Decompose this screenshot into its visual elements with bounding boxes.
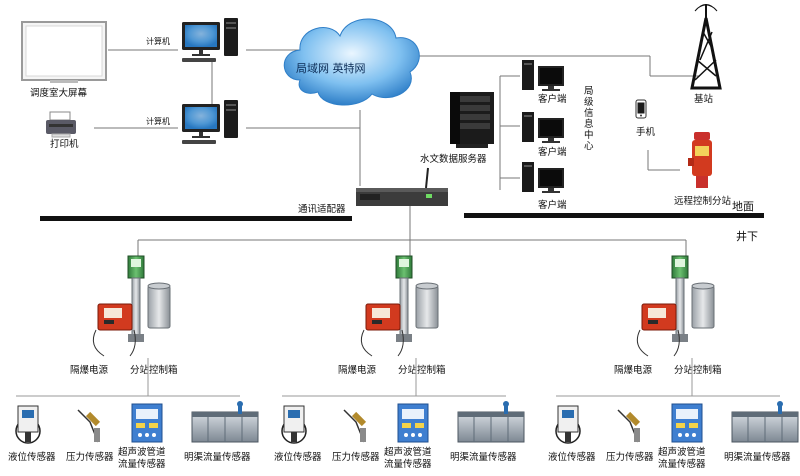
- substation-box-label: 分站控制箱: [398, 364, 446, 376]
- client-3-label: 客户端: [538, 199, 567, 211]
- station-3: 隔爆电源 分站控制箱液位传感器压力传感器超声波管道流量传感器 明渠流量传感器: [548, 255, 799, 470]
- open-channel-flow-sensor-label: 明渠流量传感器: [450, 451, 517, 463]
- big-screen-label: 调度室大屏幕: [30, 87, 88, 99]
- ground-label: 地面: [732, 200, 754, 213]
- ground-bar-right: [464, 213, 764, 218]
- printer-label: 打印机: [50, 138, 79, 150]
- info-center-label: 局级信息中心: [584, 86, 594, 152]
- computer-top-icon: [182, 18, 238, 62]
- underground-label: 井下: [736, 229, 758, 243]
- flow-sensor-label: 流量传感器: [118, 458, 166, 470]
- station-2: 隔爆电源 分站控制箱液位传感器压力传感器超声波管道流量传感器 明渠流量传感器: [274, 255, 525, 470]
- flow-sensor-label: 流量传感器: [384, 458, 432, 470]
- ultrasonic-pipe-label: 超声波管道: [658, 446, 706, 458]
- client-1-icon: [522, 60, 564, 91]
- network-lines: [94, 49, 700, 240]
- client-2-icon: [522, 112, 564, 143]
- ultrasonic-pipe-label: 超声波管道: [118, 446, 166, 458]
- open-channel-flow-sensor-label: 明渠流量传感器: [184, 451, 251, 463]
- sensor-set: [555, 400, 799, 444]
- sensor-bus-line: [556, 358, 780, 397]
- server-label: 水文数据服务器: [420, 153, 487, 165]
- cloud-label: 局域网 英特网: [296, 61, 366, 75]
- substation-control-box-icon: [636, 255, 715, 357]
- flow-sensor-label: 流量传感器: [658, 458, 706, 470]
- svg-text:局级信息中心: 局级信息中心: [584, 86, 594, 152]
- ground-bar-left: [40, 216, 352, 221]
- ultrasonic-pipe-label: 超声波管道: [384, 446, 432, 458]
- sensor-bus-line: [16, 358, 240, 397]
- computer-bottom-icon: [182, 100, 238, 144]
- sensor-bus-line: [282, 358, 506, 397]
- liquid-level-sensor-label: 液位传感器: [548, 451, 596, 463]
- adapter-label: 通讯适配器: [298, 204, 346, 215]
- computer-bottom-label: 计算机: [146, 116, 170, 126]
- sensor-set: [281, 400, 525, 444]
- liquid-level-sensor-label: 液位传感器: [274, 451, 322, 463]
- explosion-proof-power-label: 隔爆电源: [338, 364, 377, 376]
- explosion-proof-power-label: 隔爆电源: [614, 364, 653, 376]
- underground-bus: [137, 239, 687, 256]
- sensor-set: [15, 400, 259, 444]
- remote-control-substation-icon: [688, 132, 712, 188]
- base-station-tower-icon: [690, 4, 722, 90]
- base-station-label: 基站: [694, 93, 714, 105]
- printer-icon: [46, 111, 76, 138]
- dispatch-room-big-screen-icon: [21, 21, 107, 83]
- client-3-icon: [522, 162, 564, 193]
- open-channel-flow-sensor-label: 明渠流量传感器: [724, 451, 791, 463]
- hydrology-data-server-icon: [450, 92, 494, 148]
- phone-icon: [635, 99, 647, 119]
- substation-control-box-icon: [92, 255, 171, 357]
- substation-control-box-icon: [360, 255, 439, 357]
- client-1-label: 客户端: [538, 93, 567, 105]
- cloud-network-icon: [283, 18, 420, 106]
- station-1: 隔爆电源 分站控制箱液位传感器压力传感器超声波管道流量传感器 明渠流量传感器: [8, 255, 259, 470]
- remote-station-label: 远程控制分站: [674, 195, 732, 207]
- liquid-level-sensor-label: 液位传感器: [8, 451, 56, 463]
- computer-top-label: 计算机: [146, 36, 170, 46]
- client-2-label: 客户端: [538, 146, 567, 158]
- substation-box-label: 分站控制箱: [674, 364, 722, 376]
- substation-box-label: 分站控制箱: [130, 364, 178, 376]
- pressure-sensor-label: 压力传感器: [66, 451, 114, 463]
- pressure-sensor-label: 压力传感器: [606, 451, 654, 463]
- pressure-sensor-label: 压力传感器: [332, 451, 380, 463]
- communication-adapter-icon: [356, 167, 448, 206]
- phone-label: 手机: [636, 126, 656, 138]
- explosion-proof-power-label: 隔爆电源: [70, 364, 109, 376]
